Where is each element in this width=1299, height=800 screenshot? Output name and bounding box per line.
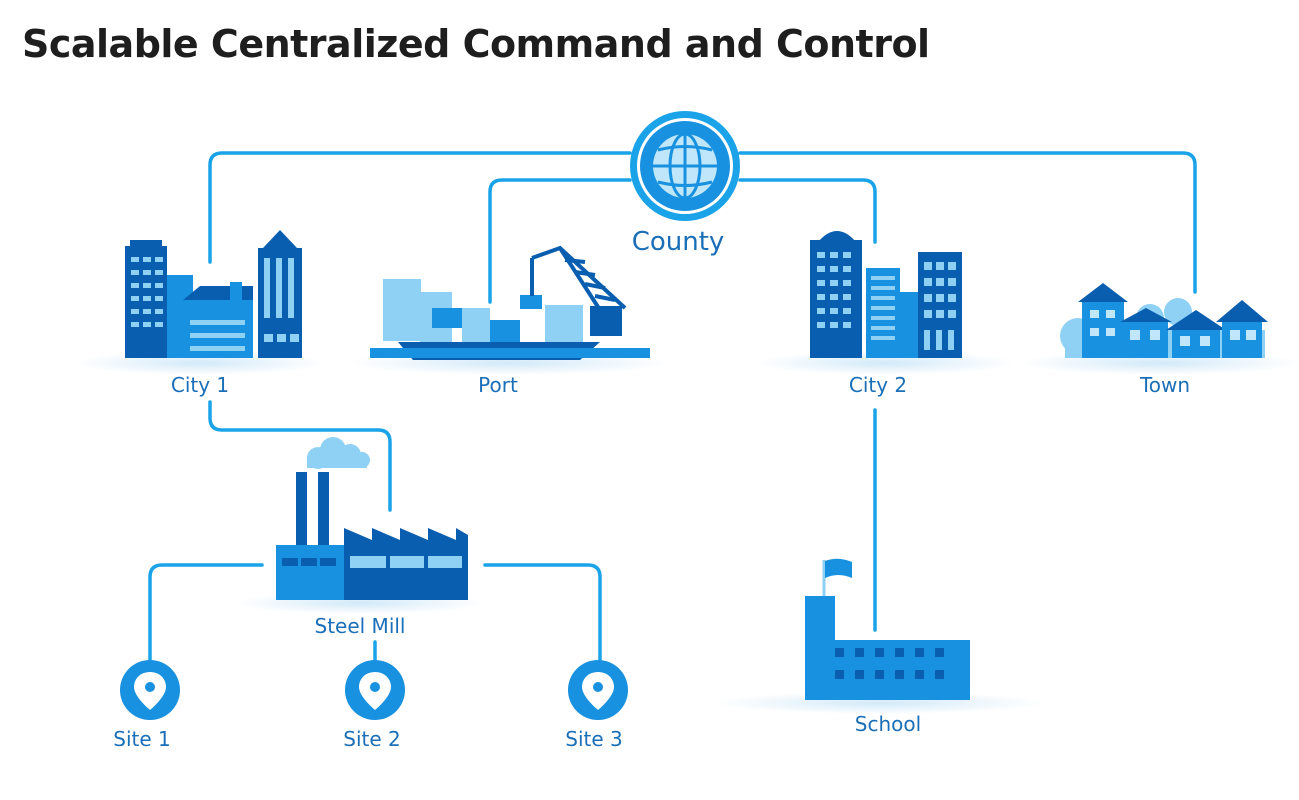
factory-icon (276, 437, 468, 600)
city1-node[interactable]: City 1 (125, 230, 302, 397)
houses-icon (1060, 283, 1268, 358)
school-building-icon (805, 558, 970, 700)
city1-label: City 1 (171, 373, 229, 397)
link-county-city1 (208, 151, 632, 264)
town-node[interactable]: Town (1060, 283, 1268, 397)
site2-node[interactable]: Site 2 (343, 660, 405, 751)
link-county-town (738, 151, 1197, 294)
town-label: Town (1139, 373, 1190, 397)
port-node[interactable]: Port (370, 245, 650, 397)
link-steelmill-site1 (148, 563, 264, 664)
location-pin-icon (582, 672, 614, 710)
port-crane-ship-icon (370, 245, 650, 360)
page-title: Scalable Centralized Command and Control (22, 22, 930, 66)
link-city1-steelmill (208, 400, 392, 512)
county-node[interactable]: County (630, 111, 740, 257)
location-pin-icon (359, 672, 391, 710)
link-county-port (488, 178, 632, 304)
site2-label: Site 2 (343, 727, 400, 751)
connector-lines (148, 151, 1197, 664)
steelmill-label: Steel Mill (315, 614, 406, 638)
city2-node[interactable]: City 2 (810, 231, 962, 397)
steelmill-node[interactable]: Steel Mill (276, 437, 468, 638)
city-skyline-icon (125, 230, 302, 358)
site1-label: Site 1 (113, 727, 170, 751)
site3-label: Site 3 (565, 727, 622, 751)
school-label: School (855, 712, 921, 736)
site3-node[interactable]: Site 3 (565, 660, 628, 751)
city-skyline-icon (810, 231, 962, 358)
location-pin-icon (134, 672, 166, 710)
crane (530, 245, 627, 312)
site1-node[interactable]: Site 1 (113, 660, 180, 751)
ground-shadows (75, 351, 1299, 714)
city2-label: City 2 (849, 373, 907, 397)
port-label: Port (478, 373, 518, 397)
smoke-cloud (307, 437, 370, 469)
county-label: County (632, 227, 725, 257)
globe-icon (653, 132, 717, 200)
link-county-city2 (738, 178, 877, 244)
link-steelmill-site3 (483, 563, 602, 664)
school-node[interactable]: School (805, 558, 970, 736)
